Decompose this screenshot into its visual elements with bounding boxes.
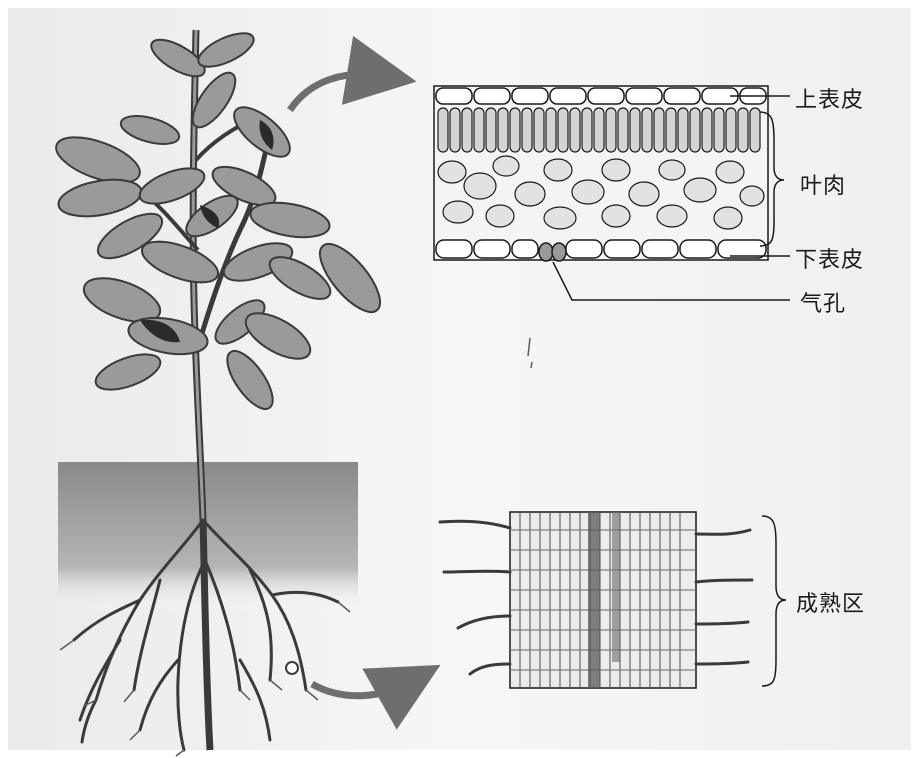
label-upper-epidermis: 上表皮 [795, 82, 864, 114]
label-maturation-zone: 成熟区 [796, 586, 865, 618]
root-maturation-section [510, 512, 696, 688]
label-lower-epidermis: 下表皮 [795, 242, 864, 274]
label-mesophyll: 叶肉 [800, 168, 846, 200]
upper-epidermis-cells [436, 88, 766, 104]
palisade-cells [438, 108, 760, 152]
root-detail-marker [286, 662, 298, 674]
leaf-cross-section [434, 86, 768, 261]
vessel [588, 512, 600, 688]
vessel [612, 512, 620, 662]
label-stoma: 气孔 [800, 286, 846, 318]
